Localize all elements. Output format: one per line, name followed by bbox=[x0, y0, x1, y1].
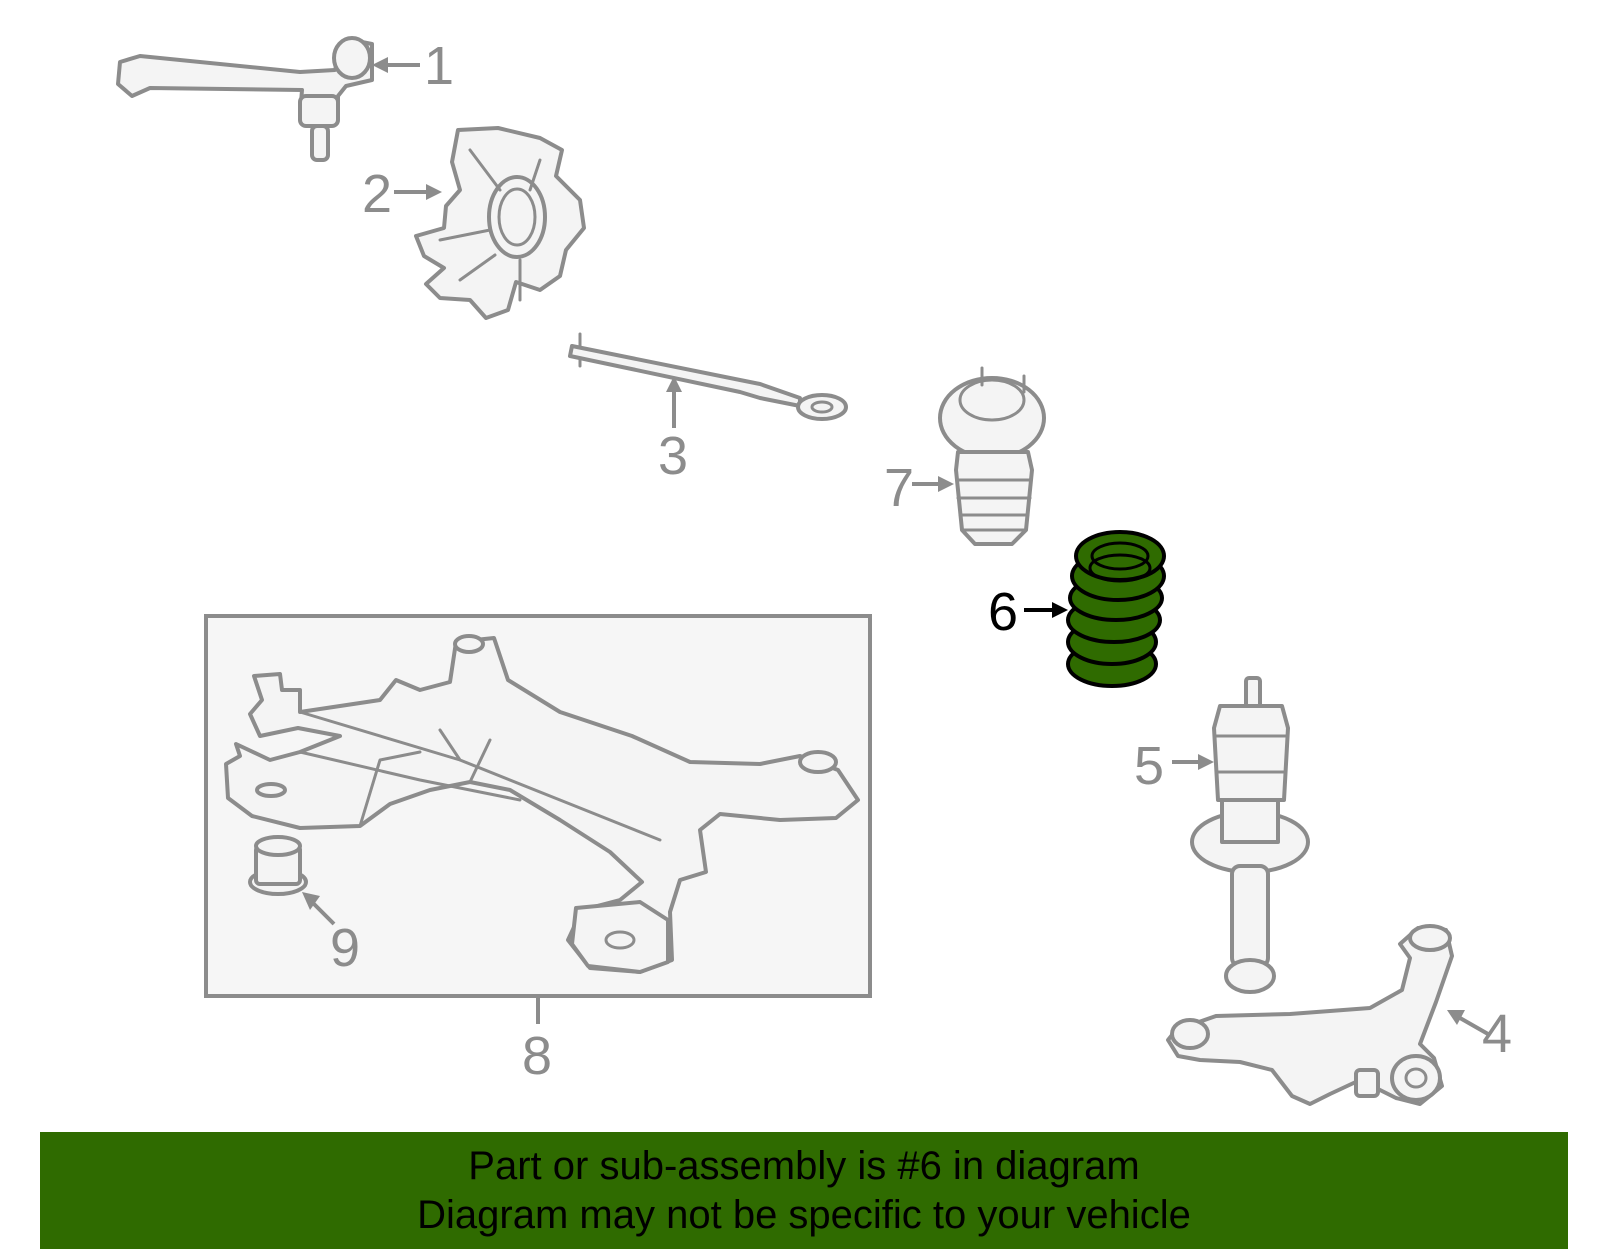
callout-4-label: 4 bbox=[1482, 1004, 1512, 1064]
callout-9-label: 9 bbox=[330, 918, 360, 978]
part-9-bushing bbox=[248, 835, 308, 896]
part-8-crossmember-group bbox=[204, 614, 872, 998]
callout-8-label: 8 bbox=[522, 1026, 552, 1086]
part-5-shock-absorber bbox=[1190, 676, 1310, 994]
callout-2: 2 bbox=[362, 164, 442, 224]
banner-line-1: Part or sub-assembly is #6 in diagram bbox=[468, 1144, 1140, 1188]
part-7-strut-mount bbox=[938, 366, 1046, 546]
part-1-link-arm bbox=[116, 36, 374, 162]
callout-9: 9 bbox=[302, 892, 360, 978]
part-4-lower-control-arm bbox=[1166, 924, 1454, 1106]
banner-line-2: Diagram may not be specific to your vehi… bbox=[417, 1193, 1191, 1237]
callout-3: 3 bbox=[658, 376, 688, 486]
callout-1-label: 1 bbox=[424, 36, 454, 96]
part-2-knuckle bbox=[414, 126, 586, 320]
callout-7: 7 bbox=[884, 458, 954, 518]
callout-3-label: 3 bbox=[658, 426, 688, 486]
callout-5-label: 5 bbox=[1134, 736, 1164, 796]
callout-5: 5 bbox=[1134, 736, 1214, 796]
callout-4: 4 bbox=[1447, 1004, 1512, 1064]
callout-7-label: 7 bbox=[884, 458, 914, 518]
callout-8: 8 bbox=[522, 996, 552, 1086]
callout-1: 1 bbox=[372, 36, 454, 96]
callout-6-label: 6 bbox=[988, 582, 1018, 642]
part-3-tie-rod bbox=[568, 332, 848, 421]
part-6-coil-spring bbox=[1066, 530, 1166, 688]
info-banner: Part or sub-assembly is #6 in diagram Di… bbox=[40, 1132, 1568, 1249]
callout-6: 6 bbox=[988, 582, 1068, 642]
callout-2-label: 2 bbox=[362, 164, 392, 224]
